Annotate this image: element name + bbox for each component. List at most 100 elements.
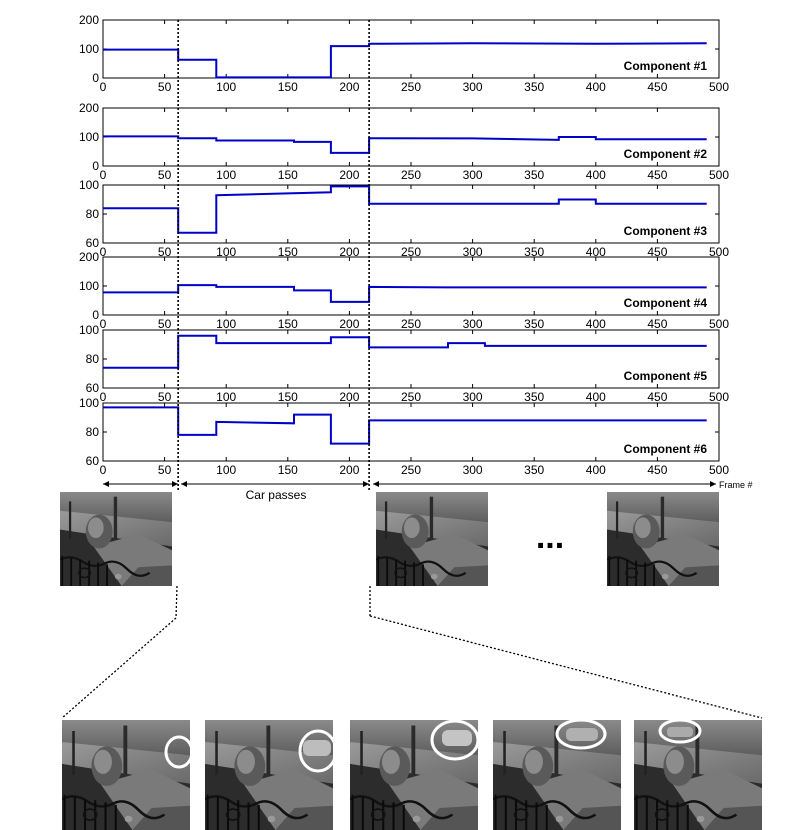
- x-tick-label: 50: [158, 168, 172, 182]
- y-tick-label: 0: [92, 159, 99, 173]
- x-tick-label: 350: [524, 168, 544, 182]
- x-tick-label: 400: [586, 317, 606, 331]
- car-highlight-3: [430, 719, 480, 761]
- y-tick-label: 60: [86, 236, 100, 250]
- x-tick-label: 400: [586, 463, 606, 477]
- span-annotations: Car passes Frame #: [103, 480, 753, 502]
- y-tick-label: 0: [92, 308, 99, 322]
- x-tick-label: 0: [100, 80, 107, 94]
- car-highlight-4: [555, 718, 607, 750]
- x-tick-label: 300: [463, 390, 483, 404]
- series-label: Component #2: [624, 147, 708, 161]
- sample-frames: ...: [60, 492, 719, 586]
- x-tick-label: 450: [647, 168, 667, 182]
- series-line: [103, 185, 707, 234]
- x-tick-label: 400: [586, 168, 606, 182]
- y-tick-label: 80: [86, 352, 100, 366]
- y-tick-label: 80: [86, 207, 100, 221]
- x-tick-label: 200: [339, 390, 359, 404]
- x-tick-label: 200: [339, 245, 359, 259]
- x-tick-label: 450: [647, 245, 667, 259]
- x-tick-label: 250: [401, 317, 421, 331]
- y-tick-label: 100: [79, 323, 99, 337]
- series-label: Component #6: [624, 442, 708, 456]
- x-tick-label: 350: [524, 245, 544, 259]
- series-line: [103, 406, 707, 445]
- span-label-car-passes: Car passes: [246, 488, 307, 502]
- x-tick-label: 300: [463, 80, 483, 94]
- x-tick-label: 250: [401, 390, 421, 404]
- series-label: Component #3: [624, 224, 708, 238]
- frame-image-after-1: [376, 492, 488, 586]
- y-tick-label: 200: [79, 250, 99, 264]
- frame-image-after-2: [607, 492, 719, 586]
- series-label: Component #4: [624, 296, 708, 310]
- frame-image-before: [60, 492, 172, 586]
- series-line: [103, 42, 707, 79]
- x-tick-label: 100: [216, 390, 236, 404]
- x-tick-label: 350: [524, 463, 544, 477]
- x-tick-label: 500: [709, 80, 729, 94]
- x-tick-label: 0: [100, 168, 107, 182]
- x-tick-label: 350: [524, 80, 544, 94]
- x-tick-label: 250: [401, 245, 421, 259]
- x-tick-label: 0: [100, 390, 107, 404]
- x-tick-label: 100: [216, 80, 236, 94]
- x-tick-label: 150: [278, 390, 298, 404]
- x-tick-label: 0: [100, 245, 107, 259]
- y-tick-label: 80: [86, 425, 100, 439]
- x-tick-label: 400: [586, 80, 606, 94]
- x-tick-label: 50: [158, 317, 172, 331]
- y-tick-label: 100: [79, 279, 99, 293]
- x-tick-label: 50: [158, 245, 172, 259]
- x-tick-label: 0: [100, 317, 107, 331]
- x-tick-label: 50: [158, 390, 172, 404]
- zoom-guides: [61, 585, 763, 719]
- x-tick-label: 450: [647, 463, 667, 477]
- x-tick-label: 200: [339, 317, 359, 331]
- x-tick-label: 50: [158, 463, 172, 477]
- x-tick-label: 500: [709, 390, 729, 404]
- x-tick-label: 50: [158, 80, 172, 94]
- x-tick-label: 300: [463, 463, 483, 477]
- car-highlight-5: [658, 718, 702, 744]
- x-tick-label: 450: [647, 317, 667, 331]
- x-tick-label: 0: [100, 463, 107, 477]
- car-frame-1: [62, 720, 190, 830]
- x-tick-label: 400: [586, 245, 606, 259]
- x-tick-label: 500: [709, 317, 729, 331]
- y-tick-label: 100: [79, 130, 99, 144]
- x-tick-label: 400: [586, 390, 606, 404]
- y-tick-label: 0: [92, 71, 99, 85]
- x-tick-label: 300: [463, 317, 483, 331]
- x-tick-label: 500: [709, 463, 729, 477]
- x-tick-label: 300: [463, 168, 483, 182]
- x-tick-label: 500: [709, 168, 729, 182]
- car-pass-frames: [62, 718, 762, 830]
- car-highlight-2: [298, 729, 338, 773]
- series-line: [103, 334, 707, 369]
- car-frame-2: [205, 720, 333, 830]
- x-tick-label: 150: [278, 463, 298, 477]
- plot-frame: [102, 19, 720, 79]
- car-highlight-1: [164, 735, 194, 769]
- y-tick-label: 100: [79, 42, 99, 56]
- x-tick-label: 500: [709, 245, 729, 259]
- x-tick-label: 450: [647, 390, 667, 404]
- x-tick-label: 200: [339, 168, 359, 182]
- y-tick-label: 200: [79, 13, 99, 27]
- x-tick-label: 100: [216, 168, 236, 182]
- series-line: [103, 135, 707, 154]
- x-tick-label: 350: [524, 390, 544, 404]
- x-tick-label: 250: [401, 80, 421, 94]
- x-tick-label: 200: [339, 80, 359, 94]
- x-tick-label: 100: [216, 317, 236, 331]
- series-label: Component #1: [624, 59, 708, 73]
